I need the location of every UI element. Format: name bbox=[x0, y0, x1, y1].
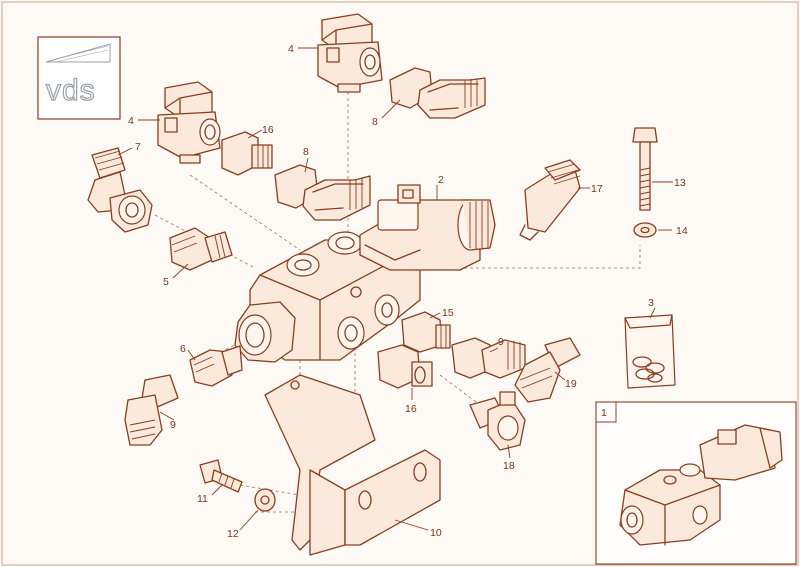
filter-cartridge-17 bbox=[519, 159, 581, 241]
callout-18: 18 bbox=[503, 460, 515, 472]
banjo-fitting-18 bbox=[469, 391, 526, 451]
swivel-elbow bbox=[87, 147, 153, 233]
logo-text: vds bbox=[46, 74, 96, 107]
callout-16-upper: 16 bbox=[262, 124, 274, 136]
seal-kit-bag-3 bbox=[624, 314, 676, 389]
solenoid-valve bbox=[359, 184, 496, 271]
callout-2: 2 bbox=[438, 174, 444, 186]
callout-4-left: 4 bbox=[128, 115, 134, 127]
mounting-bracket-10 bbox=[264, 374, 441, 556]
callout-4-upper: 4 bbox=[288, 43, 294, 55]
callout-12: 12 bbox=[227, 528, 239, 540]
callout-8-upper: 8 bbox=[372, 116, 378, 128]
body-port-nut bbox=[234, 301, 296, 363]
bolt-11 bbox=[199, 459, 243, 493]
callout-9-left: 9 bbox=[170, 419, 176, 431]
adapter-fitting-upper bbox=[221, 131, 273, 176]
hex-nipple-5 bbox=[169, 227, 233, 271]
callout-17: 17 bbox=[591, 183, 603, 195]
callout-7: 7 bbox=[135, 141, 141, 153]
elbow-fitting-9-left bbox=[124, 374, 179, 446]
elbow-fitting-upper bbox=[389, 67, 486, 119]
leader-lines bbox=[117, 47, 673, 531]
bolt-13 bbox=[632, 127, 658, 211]
callout-6: 6 bbox=[180, 343, 186, 355]
callout-14: 14 bbox=[676, 225, 688, 237]
washer-12 bbox=[254, 488, 276, 512]
callout-1: 1 bbox=[601, 407, 607, 419]
vds-logo: vds bbox=[37, 36, 121, 120]
elbow-fitting-lower bbox=[274, 164, 371, 221]
callout-5: 5 bbox=[163, 276, 169, 288]
callout-3: 3 bbox=[648, 297, 654, 309]
callout-8-lower: 8 bbox=[303, 146, 309, 158]
washer-14 bbox=[633, 222, 657, 238]
assembled-view-inset bbox=[595, 401, 797, 565]
adapter-fitting-lower bbox=[377, 344, 433, 389]
callout-19: 19 bbox=[565, 378, 577, 390]
callout-16-lower: 16 bbox=[405, 403, 417, 415]
elbow-fitting-9-right bbox=[451, 337, 526, 379]
callout-9-right: 9 bbox=[498, 336, 504, 348]
hex-nipple-6 bbox=[189, 345, 243, 387]
callout-13: 13 bbox=[674, 177, 686, 189]
hose-fitting-19 bbox=[514, 337, 581, 403]
callout-numbers: 1 2 3 4 4 5 6 7 8 8 9 9 10 11 12 13 14 1… bbox=[128, 43, 688, 540]
hex-adapter-15 bbox=[401, 311, 451, 353]
tee-fitting-upper bbox=[317, 13, 383, 93]
callout-11: 11 bbox=[197, 493, 208, 505]
tee-fitting-left bbox=[157, 81, 221, 164]
callout-10: 10 bbox=[430, 527, 442, 539]
callout-15: 15 bbox=[442, 307, 454, 319]
